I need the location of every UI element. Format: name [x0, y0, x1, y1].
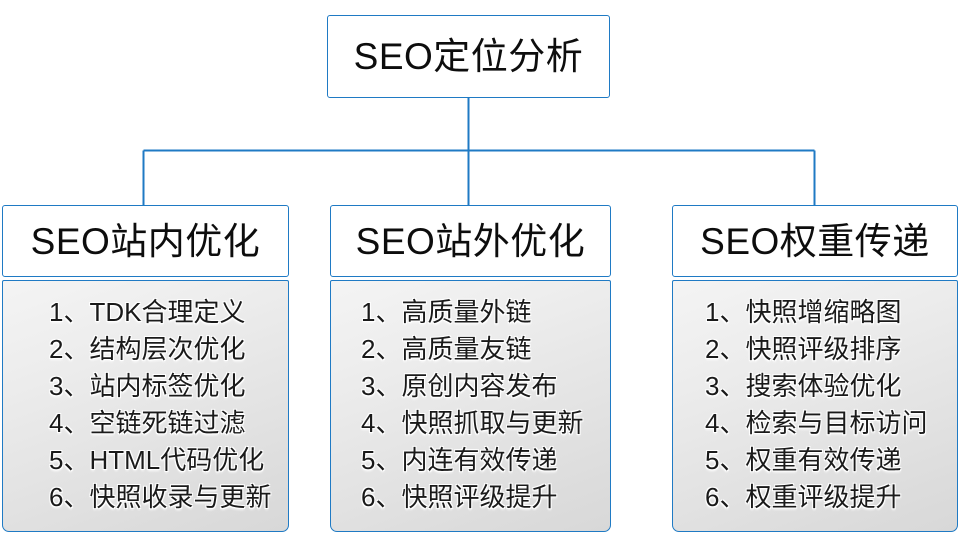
- root-node-label: SEO定位分析: [353, 36, 584, 77]
- branch-item-list: 1、快照增缩略图 2、快照评级排序 3、搜索体验优化 4、检索与目标访问 5、权…: [673, 294, 957, 516]
- list-item: 2、结构层次优化: [49, 334, 246, 364]
- list-item: 4、快照抓取与更新: [361, 408, 584, 438]
- list-item: 6、快照评级提升: [361, 482, 558, 512]
- list-item: 6、快照收录与更新: [49, 482, 272, 512]
- branch-body-off-site: 1、高质量外链 2、高质量友链 3、原创内容发布 4、快照抓取与更新 5、内连有…: [330, 280, 611, 532]
- list-item: 1、TDK合理定义: [49, 297, 246, 327]
- branch-item-list: 1、高质量外链 2、高质量友链 3、原创内容发布 4、快照抓取与更新 5、内连有…: [331, 294, 610, 516]
- branch-header-weight-transfer: SEO权重传递: [672, 205, 958, 277]
- branch-column-weight-transfer: SEO权重传递 1、快照增缩略图 2、快照评级排序 3、搜索体验优化 4、检索与…: [672, 205, 958, 532]
- list-item: 4、空链死链过滤: [49, 408, 246, 438]
- list-item: 2、高质量友链: [361, 334, 532, 364]
- branch-column-on-site: SEO站内优化 1、TDK合理定义 2、结构层次优化 3、站内标签优化 4、空链…: [2, 205, 289, 532]
- branch-header-label: SEO站内优化: [30, 220, 261, 262]
- list-item: 5、权重有效传递: [705, 445, 902, 475]
- list-item: 1、快照增缩略图: [705, 297, 902, 327]
- list-item: 3、站内标签优化: [49, 371, 246, 401]
- list-item: 3、搜索体验优化: [705, 371, 902, 401]
- list-item: 6、权重评级提升: [705, 482, 902, 512]
- branch-body-on-site: 1、TDK合理定义 2、结构层次优化 3、站内标签优化 4、空链死链过滤 5、H…: [2, 280, 289, 532]
- branch-item-list: 1、TDK合理定义 2、结构层次优化 3、站内标签优化 4、空链死链过滤 5、H…: [3, 294, 288, 516]
- list-item: 5、HTML代码优化: [49, 445, 265, 475]
- root-node: SEO定位分析: [327, 15, 610, 98]
- list-item: 5、内连有效传递: [361, 445, 558, 475]
- branch-column-off-site: SEO站外优化 1、高质量外链 2、高质量友链 3、原创内容发布 4、快照抓取与…: [330, 205, 611, 532]
- branch-header-on-site: SEO站内优化: [2, 205, 289, 277]
- branch-header-label: SEO权重传递: [700, 220, 930, 262]
- branch-body-weight-transfer: 1、快照增缩略图 2、快照评级排序 3、搜索体验优化 4、检索与目标访问 5、权…: [672, 280, 958, 532]
- list-item: 4、检索与目标访问: [705, 408, 928, 438]
- branch-header-label: SEO站外优化: [355, 220, 586, 262]
- list-item: 1、高质量外链: [361, 297, 532, 327]
- branch-header-off-site: SEO站外优化: [330, 205, 611, 277]
- list-item: 2、快照评级排序: [705, 334, 902, 364]
- list-item: 3、原创内容发布: [361, 371, 558, 401]
